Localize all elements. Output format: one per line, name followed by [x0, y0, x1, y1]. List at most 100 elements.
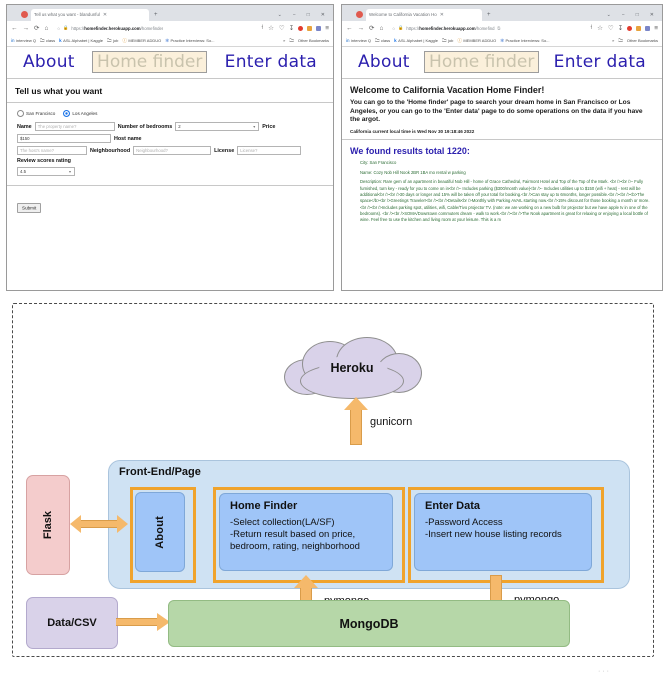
- extension-orange-icon[interactable]: [307, 25, 313, 31]
- minimize-icon[interactable]: −: [621, 11, 625, 18]
- nav-link-enter-data[interactable]: Enter data: [553, 52, 646, 72]
- home-icon[interactable]: ⌂: [379, 24, 384, 32]
- new-tab-icon[interactable]: +: [154, 11, 158, 18]
- nav-link-about[interactable]: About: [23, 52, 75, 72]
- browser-menu-icon[interactable]: ≡: [325, 24, 329, 32]
- bookmark-star-icon[interactable]: ☆: [268, 25, 274, 32]
- input-price[interactable]: $150: [17, 134, 111, 143]
- extension-blue-icon[interactable]: [645, 25, 651, 31]
- radio-san-francisco[interactable]: San Francisco: [17, 110, 55, 117]
- downloads-icon[interactable]: ↧: [288, 25, 295, 32]
- bookmark-star-icon[interactable]: ☆: [597, 25, 603, 32]
- minimize-icon[interactable]: −: [292, 11, 296, 18]
- reload-icon[interactable]: ⟳: [34, 25, 40, 32]
- extension-red-icon[interactable]: [298, 25, 304, 31]
- bookmark-item[interactable]: ⓘ MEMBER ADDUO: [122, 38, 161, 44]
- back-icon[interactable]: ←: [346, 24, 353, 32]
- bookmark-item[interactable]: k ASL Alphabet | Kaggle: [59, 38, 103, 43]
- record-description: Description: Rare gem of an apartment in…: [360, 179, 650, 223]
- input-host-placeholder: The host's name?: [20, 148, 55, 153]
- collections-icon[interactable]: ♡: [278, 25, 285, 32]
- data-csv-box[interactable]: Data/CSV: [26, 597, 118, 649]
- reading-list-icon[interactable]: ⍿: [590, 24, 593, 31]
- nav-link-home-finder[interactable]: Home finder: [424, 51, 540, 73]
- browser-tab-active-left[interactable]: Tell us what you want - blandunful ✕: [31, 8, 149, 21]
- bookmark-item[interactable]: 🗀 job: [442, 37, 453, 45]
- new-tab-icon[interactable]: +: [487, 11, 491, 18]
- bookmarks-overflow-icon[interactable]: »: [612, 38, 615, 43]
- browser-menu-icon[interactable]: ≡: [654, 24, 658, 32]
- bookmark-label: ASL Alphabet | Kaggle: [63, 38, 103, 43]
- bookmark-item[interactable]: in interview Q: [11, 38, 36, 43]
- bookmark-item[interactable]: 🗀 class: [375, 37, 390, 45]
- forward-icon[interactable]: →: [357, 24, 365, 32]
- reading-list-icon[interactable]: ⍿: [261, 24, 264, 31]
- close-tab-icon[interactable]: ✕: [439, 11, 444, 18]
- bookmark-item[interactable]: 🗀 class: [40, 37, 55, 45]
- stepper-icon[interactable]: ▾: [68, 169, 71, 174]
- tab-search-icon[interactable]: ⌄: [277, 11, 282, 18]
- about-box[interactable]: About: [135, 492, 185, 572]
- translate-icon[interactable]: ⍉: [497, 25, 501, 31]
- extension-red-icon[interactable]: [627, 25, 633, 31]
- input-host-name[interactable]: The host's name?: [17, 146, 87, 155]
- input-name[interactable]: The property name?: [34, 122, 115, 131]
- bookmark-item[interactable]: k ASL Alphabet | Kaggle: [394, 38, 438, 43]
- bookmark-item[interactable]: ✻ Practice Interviews: So...: [165, 38, 214, 44]
- radio-los-angeles[interactable]: Los Angeles: [63, 110, 97, 117]
- address-bar-right[interactable]: ○ 🔒 https://homefinder.herokuapp.com/hom…: [388, 24, 585, 33]
- arrow-shaft: [116, 618, 158, 626]
- browser-window-about[interactable]: Welcome to California Vacation Ho ✕ + ⌄ …: [341, 4, 663, 291]
- enter-data-body: -Password Access -Insert new house listi…: [425, 517, 562, 541]
- bookmark-item[interactable]: 🗀 job: [107, 37, 118, 45]
- bookmark-item[interactable]: ⓘ MEMBER ADDUO: [457, 38, 496, 44]
- close-tab-icon[interactable]: ✕: [102, 11, 108, 18]
- browser-tab-active-right[interactable]: Welcome to California Vacation Ho ✕: [366, 8, 482, 21]
- forward-icon[interactable]: →: [22, 24, 30, 32]
- collections-icon[interactable]: ♡: [607, 25, 614, 32]
- submit-button[interactable]: Submit: [17, 202, 42, 213]
- input-neighbourhood[interactable]: Neighbourhood?: [133, 146, 212, 155]
- bookmarks-overflow-icon[interactable]: »: [283, 38, 286, 43]
- star-burst-icon: ✻: [500, 37, 505, 43]
- label-host-name: Host name: [114, 135, 142, 142]
- extensions-area-left: ♡ ↧ ≡: [278, 24, 329, 33]
- nav-link-about[interactable]: About: [358, 52, 410, 72]
- input-review-rating[interactable]: 4.5 ▾: [17, 167, 75, 176]
- radio-icon[interactable]: [17, 110, 24, 117]
- downloads-icon[interactable]: ↧: [617, 25, 624, 32]
- maximize-icon[interactable]: □: [306, 11, 310, 18]
- bookmark-label: interview Q: [351, 38, 372, 43]
- tab-search-icon[interactable]: ⌄: [606, 11, 611, 18]
- arrow-head: [157, 613, 170, 631]
- address-bar-left[interactable]: ○ 🔒 https://homefinder.herokuapp.com/hom…: [53, 24, 256, 33]
- enter-data-box[interactable]: Enter Data -Password Access -Insert new …: [414, 493, 592, 571]
- other-bookmarks-label[interactable]: Other Bookmarks: [626, 38, 658, 43]
- input-license[interactable]: License?: [237, 146, 302, 155]
- flask-box[interactable]: Flask: [26, 475, 70, 575]
- back-icon[interactable]: ←: [11, 24, 18, 32]
- bookmark-item[interactable]: ✻ Practice Interviews: So...: [500, 38, 549, 44]
- close-window-icon[interactable]: ✕: [320, 11, 325, 18]
- stepper-icon[interactable]: ▾: [253, 124, 256, 129]
- browser-window-homefinder[interactable]: Tell us what you want - blandunful ✕ + ⌄…: [6, 4, 334, 291]
- close-window-icon[interactable]: ✕: [649, 11, 654, 18]
- input-bedrooms[interactable]: 2 ▾: [175, 122, 260, 131]
- arrow-head-left: [70, 515, 81, 533]
- maximize-icon[interactable]: □: [635, 11, 639, 18]
- radio-icon-selected[interactable]: [63, 110, 71, 117]
- home-finder-title: Home Finder: [230, 500, 298, 512]
- extension-orange-icon[interactable]: [636, 25, 642, 31]
- reload-icon[interactable]: ⟳: [369, 25, 375, 32]
- home-icon[interactable]: ⌂: [44, 24, 49, 32]
- mongodb-box[interactable]: MongoDB: [168, 600, 570, 647]
- bookmark-item[interactable]: in interview Q: [346, 38, 371, 43]
- other-bookmarks-label[interactable]: Other Bookmarks: [297, 38, 329, 43]
- nav-link-enter-data[interactable]: Enter data: [224, 52, 317, 72]
- home-finder-box[interactable]: Home Finder -Select collection(LA/SF) -R…: [219, 493, 393, 571]
- lock-icon: 🔒: [398, 25, 404, 30]
- navigation-toolbar-right: ← → ⟳ ⌂ ○ 🔒 https://homefinder.herokuapp…: [342, 21, 662, 35]
- bottom-dots: ···: [598, 668, 611, 675]
- nav-link-home-finder[interactable]: Home finder: [92, 51, 208, 73]
- extension-blue-icon[interactable]: [316, 25, 322, 31]
